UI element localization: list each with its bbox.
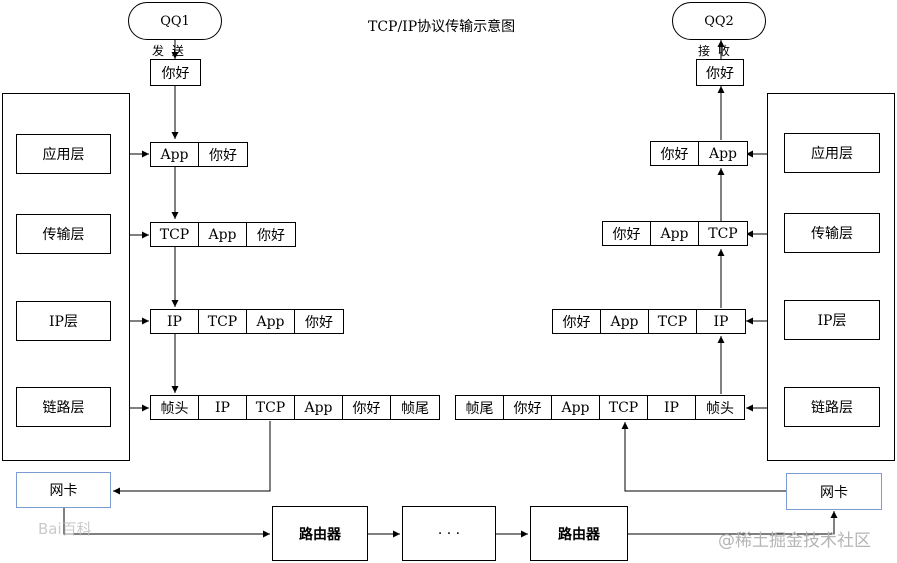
qq1-node: QQ1: [128, 2, 222, 40]
packet-cell: App: [651, 222, 699, 245]
diagram-title: TCP/IP协议传输示意图: [368, 19, 516, 35]
packet-cell: 帧尾: [401, 400, 429, 417]
router-1: 路由器: [272, 506, 368, 561]
packet-cell: 帧尾: [456, 396, 504, 419]
packet-cell: 你好: [553, 310, 601, 333]
sender-packet-ip: IP TCP App 你好: [150, 309, 344, 334]
sender-nic: 网卡: [16, 472, 111, 508]
router-2: 路由器: [530, 506, 628, 561]
packet-cell: App: [708, 145, 738, 162]
receiver-message: 你好: [696, 59, 744, 86]
watermark-juejin: @稀土掘金技术社区: [718, 531, 871, 551]
packet-cell: App: [199, 223, 247, 246]
packet-cell: 你好: [343, 396, 391, 419]
sender-layer-ip: IP层: [16, 301, 111, 341]
packet-cell: TCP: [151, 223, 199, 246]
packet-cell: 你好: [603, 222, 651, 245]
receiver-layer-transport: 传输层: [784, 213, 880, 253]
packet-cell: TCP: [708, 225, 738, 242]
packet-cell: 你好: [651, 142, 699, 165]
arrow-router-to-nic: [628, 511, 838, 535]
receiver-nic: 网卡: [786, 473, 882, 510]
sender-layer-transport: 传输层: [16, 214, 111, 254]
receiver-packet-frame: 帧尾 你好 App TCP IP 帧头: [455, 395, 745, 420]
packet-cell: 你好: [209, 147, 237, 164]
packet-cell: 帧头: [706, 400, 734, 417]
packet-cell: App: [247, 310, 295, 333]
sender-packet-app: App 你好: [150, 142, 248, 167]
arrow-nic-to-router: [63, 508, 270, 538]
packet-cell: 帧头: [151, 396, 199, 419]
packet-cell: App: [552, 396, 600, 419]
receiver-layer-ip: IP层: [784, 300, 880, 340]
packet-cell: TCP: [199, 310, 247, 333]
watermark-baike: Bai百科: [38, 520, 92, 538]
arrow-frame-to-nic: [113, 421, 271, 495]
packet-cell: TCP: [247, 396, 295, 419]
receiver-packet-tcp: 你好 App TCP: [602, 221, 748, 246]
packet-cell: 你好: [257, 227, 285, 244]
receiver-packet-ip: 你好 App TCP IP: [552, 309, 746, 334]
sender-layer-application: 应用层: [16, 134, 111, 174]
packet-cell: 你好: [305, 314, 333, 331]
packet-cell: TCP: [649, 310, 697, 333]
receive-label: 接 收: [698, 44, 732, 58]
sender-packet-frame: 帧头 IP TCP App 你好 帧尾: [150, 395, 440, 420]
receiver-layer-link: 链路层: [784, 387, 880, 427]
packet-cell: IP: [713, 313, 729, 330]
packet-cell: TCP: [600, 396, 648, 419]
packet-cell: IP: [199, 396, 247, 419]
sender-packet-tcp: TCP App 你好: [150, 222, 296, 247]
receiver-layer-application: 应用层: [784, 133, 880, 173]
packet-cell: App: [151, 143, 199, 166]
packet-cell: IP: [648, 396, 696, 419]
sender-layer-link: 链路层: [16, 387, 111, 427]
receiver-packet-app: 你好 App: [650, 141, 748, 166]
packet-cell: App: [601, 310, 649, 333]
sender-message: 你好: [150, 59, 201, 86]
send-label: 发 送: [152, 44, 186, 58]
packet-cell: 你好: [504, 396, 552, 419]
router-chain-ellipsis: · · ·: [402, 506, 496, 561]
packet-cell: App: [295, 396, 343, 419]
qq2-node: QQ2: [672, 2, 766, 40]
packet-cell: IP: [151, 310, 199, 333]
arrow-nic-to-frame: [621, 422, 786, 492]
